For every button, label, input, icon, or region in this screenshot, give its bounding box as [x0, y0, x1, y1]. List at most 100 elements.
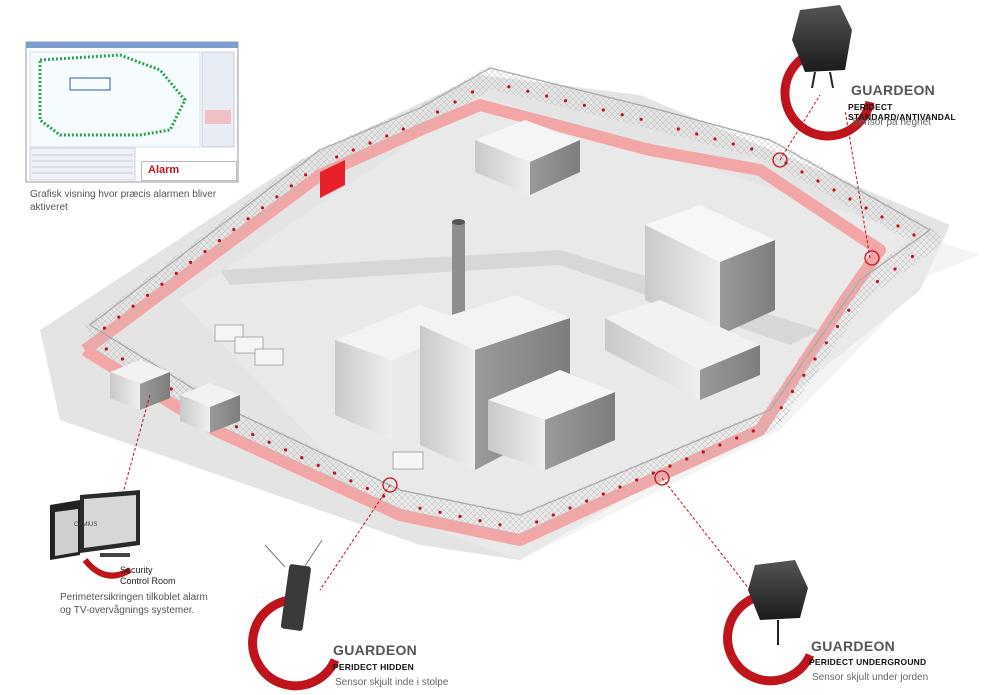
- fence-sensor-dot: [750, 147, 754, 151]
- fence-sensor-dot: [300, 456, 304, 460]
- fence-sensor-dot: [912, 233, 916, 237]
- fence-sensor-dot: [117, 315, 121, 319]
- back-warehouse: [475, 120, 580, 195]
- fence-sensor-dot: [800, 170, 804, 174]
- chimney: [452, 219, 465, 332]
- fence-sensor-dot: [458, 514, 462, 519]
- control-room-monitors: [50, 490, 140, 579]
- product-brand-underground: GUARDEON: [811, 638, 896, 654]
- fence-sensor-dot: [875, 279, 880, 284]
- perimeter-fence-top: [89, 67, 931, 516]
- fence-sensor-dot: [289, 184, 293, 188]
- fence-sensor-dot: [120, 357, 125, 361]
- perimeter-zone: [81, 99, 886, 546]
- fence-sensor-dot: [601, 108, 605, 112]
- fence-sensor-dot: [620, 113, 624, 117]
- fence-sensor-dot: [601, 492, 605, 496]
- fence-sensor-dot: [365, 486, 369, 491]
- fence-sensor-dot: [835, 324, 840, 329]
- fence-sensor-dot: [498, 523, 502, 527]
- fence-sensor-dot: [160, 282, 164, 286]
- fence-sensor-dot: [267, 440, 271, 444]
- fence-sensor-dot: [507, 85, 511, 89]
- fence-sensor-dot: [251, 432, 255, 437]
- fence-sensor-dot: [145, 293, 150, 297]
- fence-sensor-dot: [203, 249, 207, 254]
- fence-sensor-dot: [275, 195, 279, 199]
- fence-sensor-dot: [695, 132, 699, 136]
- control-room-caption-line2: og TV-overvågnings systemer.: [60, 605, 195, 616]
- main-factory: [335, 295, 615, 470]
- fence-sensor-dot: [526, 89, 530, 93]
- fence-sensor-dot: [847, 308, 851, 312]
- inner-road: [220, 250, 820, 345]
- control-room-label: Security Control Room: [120, 565, 176, 587]
- fence-sensor-dot: [478, 519, 482, 523]
- fence-sensor-dot: [685, 457, 689, 461]
- control-room-caption: Perimetersikringen tilkoblet alarm og TV…: [60, 591, 208, 617]
- screenshot-caption-line1: Grafisk visning hvor præcis alarmen bliv…: [30, 189, 217, 200]
- fence-sensor-dot: [304, 173, 308, 177]
- fence-sensor-dot: [910, 254, 915, 259]
- trucks: [214, 324, 424, 470]
- product-model-standard: PERIDECT STANDARD/ANTIVANDAL: [848, 102, 956, 122]
- fence-sensor-dot: [368, 141, 372, 145]
- red-gate: [320, 160, 345, 198]
- peridect-hidden-sensor-icon: [248, 539, 340, 691]
- guardhouses: [110, 360, 240, 433]
- alarm-screenshot: [25, 41, 239, 183]
- alarm-status-box: Alarm: [141, 161, 237, 181]
- fence-sensor-dot: [880, 215, 884, 219]
- control-room-label-line2: Control Room: [120, 576, 176, 586]
- control-room-caption-line1: Perimetersikringen tilkoblet alarm: [60, 592, 208, 603]
- fence-sensor-dot: [385, 134, 389, 138]
- fence-sensor-dot: [790, 389, 795, 394]
- fence-sensor-dot: [401, 127, 405, 131]
- fence-sensor-dot: [802, 373, 806, 377]
- perimeter-fence: [83, 67, 941, 536]
- product-brand-hidden: GUARDEON: [333, 642, 418, 658]
- fence-sensor-dot: [545, 94, 549, 98]
- fence-sensor-dot: [316, 463, 320, 467]
- fence-sensor-dot: [618, 485, 622, 489]
- fence-sensor-dot: [418, 506, 422, 510]
- fence-sensor-dot: [639, 117, 643, 121]
- fence-sensor-dot: [174, 271, 178, 275]
- product-model-underground: PERIDECT UNDERGROUND: [809, 657, 927, 667]
- fence-sensor-dot: [131, 304, 135, 308]
- right-building: [605, 205, 775, 400]
- fence-sensor-dot: [896, 224, 900, 228]
- fence-sensor-dot: [568, 506, 572, 510]
- product-description-underground: Sensor skjult under jorden: [812, 672, 929, 683]
- fence-sensor-dot: [582, 103, 587, 107]
- fence-sensor-dot: [718, 443, 722, 447]
- fence-sensor-dot: [651, 471, 655, 475]
- fence-sensor-dot: [470, 90, 475, 94]
- fence-sensor-dot: [438, 510, 442, 514]
- fence-sensor-dot: [813, 357, 817, 361]
- peridect-standard-sensor-icon: [780, 5, 875, 141]
- terrain-outer: [180, 95, 980, 560]
- screenshot-caption: Grafisk visning hvor præcis alarmen bliv…: [30, 188, 216, 214]
- fence-sensor-dot: [832, 188, 836, 192]
- fence-sensor-dot: [893, 267, 897, 271]
- fence-sensor-dot: [104, 347, 108, 351]
- fence-sensor-dot: [332, 471, 337, 475]
- product-model-hidden: PERIDECT HIDDEN: [333, 662, 414, 672]
- fence-sensor-dot: [217, 239, 221, 243]
- fence-sensor-dot: [189, 260, 193, 264]
- callout-markers: [382, 152, 880, 493]
- screenshot-caption-line2: aktiveret: [30, 202, 68, 213]
- fence-sensor-dot: [701, 450, 705, 454]
- product-description-standard: Sensor på hegnet: [852, 117, 931, 128]
- fence-sensor-dot: [731, 142, 735, 146]
- fence-sensor-dot: [102, 326, 106, 330]
- fence-sensor-dot: [713, 137, 717, 141]
- fence-sensor-dot: [779, 406, 783, 410]
- monitor-brand-text: CAMIUS: [74, 522, 98, 528]
- fence-sensor-dot: [260, 206, 265, 210]
- fence-sensor-dot: [435, 110, 440, 114]
- fence-sensor-dot: [824, 341, 828, 345]
- control-room-label-line1: Security: [120, 565, 153, 575]
